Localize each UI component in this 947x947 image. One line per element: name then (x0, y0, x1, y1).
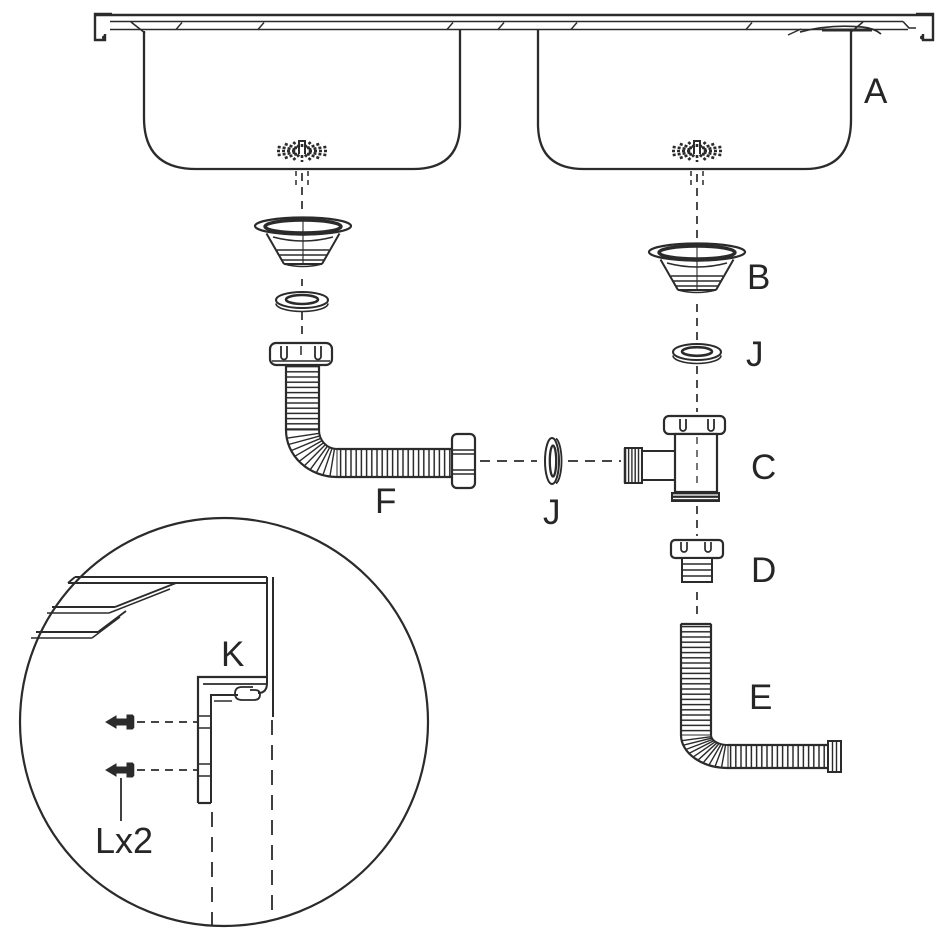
label-bracket-k: K (221, 635, 244, 674)
label-washer-side-j: J (543, 493, 561, 532)
detail-circle-outline (18, 516, 430, 928)
label-adapter-d: D (751, 551, 776, 590)
inlet-hose-f (268, 341, 477, 490)
washer-side-j (544, 437, 563, 485)
label-screws-lx2: Lx2 (95, 820, 153, 861)
mounting-bracket-k (196, 675, 266, 805)
strainer-basket-b (647, 241, 747, 295)
sink-bowl-right (536, 30, 853, 171)
washer-left (275, 291, 329, 313)
label-sink-a: A (864, 72, 888, 111)
washer-upper-j (672, 343, 722, 365)
bracket-screw-slots (198, 715, 211, 777)
assembly-centerlines (295, 171, 704, 620)
label-strainer-b: B (747, 258, 770, 297)
sink-bowl-left (142, 30, 462, 171)
elbow-ribs-f (286, 432, 336, 477)
adapter-d (669, 538, 725, 583)
screws-lx2 (105, 714, 197, 821)
tee-fitting-c (623, 414, 727, 502)
elbow-ribs-e (681, 736, 727, 768)
sink-edge-bracket-left (93, 12, 112, 42)
sink-edge-bracket-right (916, 12, 935, 42)
label-tee-c: C (751, 448, 776, 487)
sink-edge-profile (31, 576, 267, 639)
drain-outlet-right (668, 138, 726, 164)
drain-outlet-left (273, 138, 331, 164)
sink-deck-detail (787, 25, 882, 36)
label-inlet-hose-f: F (375, 482, 396, 521)
label-washer-upper-j: J (746, 335, 764, 374)
detail-circle-bracket (18, 516, 430, 928)
outlet-hose-e (679, 622, 842, 773)
label-outlet-hose-e: E (749, 678, 772, 717)
sink-double-bowl (93, 12, 935, 171)
strainer-basket-left (253, 215, 353, 269)
